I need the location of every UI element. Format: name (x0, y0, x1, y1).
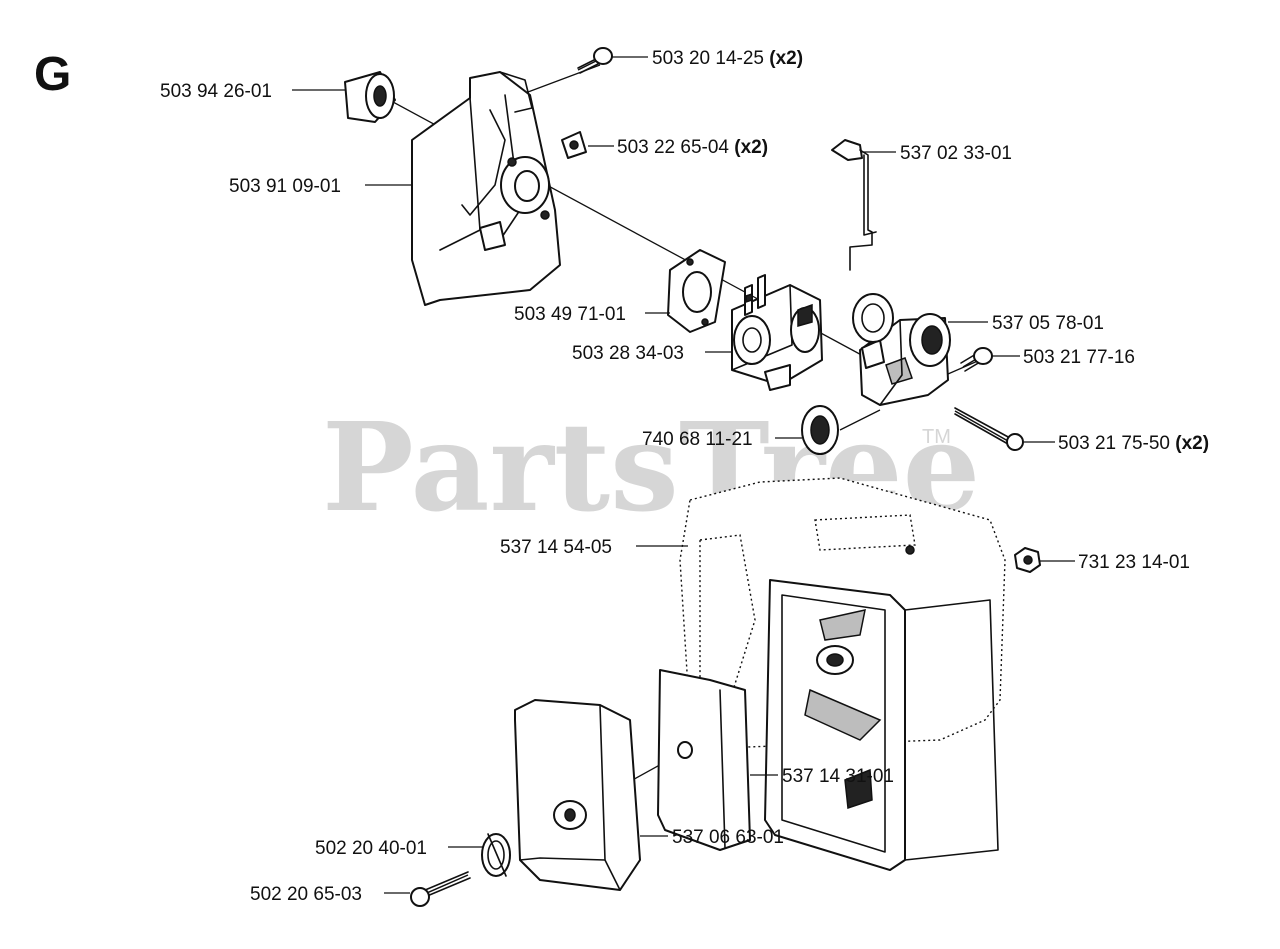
part-label-503-94-26-01[interactable]: 503 94 26-01 (160, 81, 272, 102)
part-label-537-14-31-01[interactable]: 537 14 31-01 (782, 766, 894, 787)
hex-nut-part[interactable] (1014, 547, 1041, 573)
part-label-503-28-34-03[interactable]: 503 28 34-03 (572, 343, 684, 364)
part-label-503-21-75-50[interactable]: 503 21 75-50 (x2) (1058, 433, 1209, 454)
part-label-731-23-14-01[interactable]: 731 23 14-01 (1078, 552, 1190, 573)
part-label-503-21-77-16[interactable]: 503 21 77-16 (1023, 347, 1135, 368)
choke-plug-part[interactable] (344, 71, 396, 123)
knob-part[interactable] (481, 833, 511, 877)
section-letter: G (34, 48, 71, 101)
carburetor-part[interactable] (731, 274, 823, 391)
part-label-503-20-14-25[interactable]: 503 20 14-25 (x2) (652, 48, 803, 69)
part-label-503-22-65-04[interactable]: 503 22 65-04 (x2) (617, 137, 768, 158)
part-label-537-02-33-01[interactable]: 537 02 33-01 (900, 143, 1012, 164)
intake-boot-part[interactable] (801, 293, 894, 455)
gasket-part[interactable] (667, 249, 726, 333)
part-label-502-20-40-01[interactable]: 502 20 40-01 (315, 838, 427, 859)
filter-housing-part[interactable] (679, 477, 1006, 871)
part-label-537-05-78-01[interactable]: 537 05 78-01 (992, 313, 1104, 334)
part-label-537-14-54-05[interactable]: 537 14 54-05 (500, 537, 612, 558)
part-label-740-68-11-21[interactable]: 740 68 11-21 (642, 429, 753, 450)
foam-filter-part[interactable] (657, 669, 751, 851)
screw-part-3[interactable] (410, 871, 471, 907)
long-screw-part[interactable] (954, 407, 1024, 451)
screw-part-1[interactable] (577, 47, 613, 74)
part-label-503-91-09-01[interactable]: 503 91 09-01 (229, 176, 341, 197)
filter-cover-part[interactable] (514, 699, 641, 891)
square-nut-part[interactable] (561, 131, 587, 159)
watermark-trademark: TM (922, 426, 951, 448)
filter-holder-part[interactable] (411, 71, 561, 306)
part-label-502-20-65-03[interactable]: 502 20 65-03 (250, 884, 362, 905)
leader-lines (292, 56, 1075, 894)
part-label-537-06-63-01[interactable]: 537 06 63-01 (672, 827, 784, 848)
part-label-503-49-71-01[interactable]: 503 49 71-01 (514, 304, 626, 325)
throttle-rod-part[interactable] (831, 139, 877, 271)
screw-part-2[interactable] (960, 347, 993, 372)
